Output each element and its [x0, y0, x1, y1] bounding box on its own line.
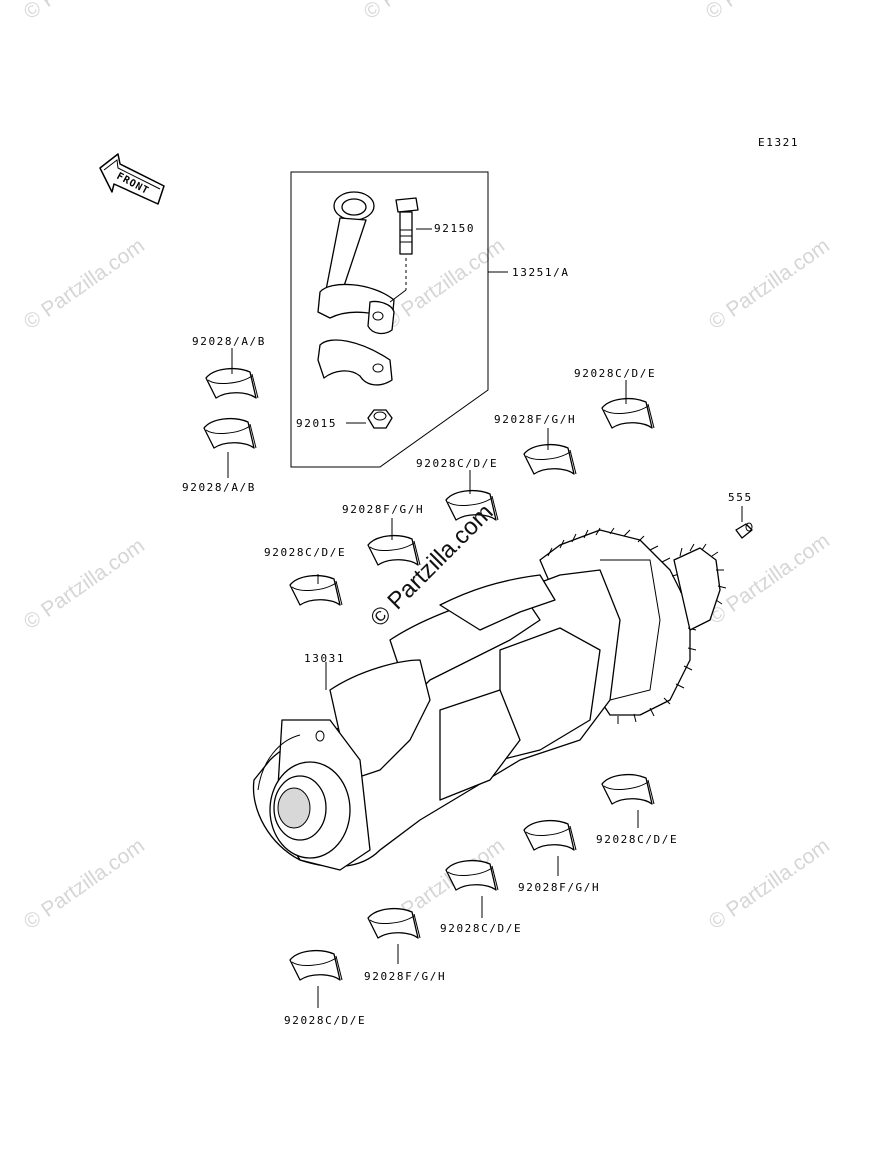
- diagram-code: E1321: [758, 136, 799, 149]
- part-label-92015[interactable]: 92015: [296, 417, 337, 430]
- connecting-rod: [317, 191, 395, 386]
- main-bearing-shell: [601, 773, 655, 805]
- main-bearing-shell: [289, 949, 343, 981]
- watermark: © Partzilla.com: [705, 834, 834, 934]
- crankshaft: [252, 527, 727, 871]
- nut-92015: [346, 409, 393, 429]
- part-label-92028cde[interactable]: 92028C/D/E: [596, 833, 678, 846]
- part-label-92028cde[interactable]: 92028C/D/E: [574, 367, 656, 380]
- watermark: © Partzilla.com: [20, 234, 149, 334]
- main-bearing-shell: [523, 819, 577, 851]
- dowel-pin-555: [735, 506, 753, 539]
- main-bearing-shell: [601, 397, 655, 429]
- part-label-92028fgh[interactable]: 92028F/G/H: [518, 881, 600, 894]
- bolt-92150: [389, 197, 432, 303]
- watermark: © Partzilla.com: [705, 529, 834, 629]
- part-label-92028cde[interactable]: 92028C/D/E: [440, 922, 522, 935]
- part-label-13251[interactable]: 13251/A: [512, 266, 570, 279]
- watermark: © Partzilla.com: [20, 834, 149, 934]
- main-bearing-shell: [367, 534, 421, 566]
- part-label-92028cde[interactable]: 92028C/D/E: [416, 457, 498, 470]
- rod-bearing-shell-lower: [203, 417, 257, 449]
- connecting-rod-box: [290, 171, 508, 468]
- watermark: © Partzilla.com: [20, 534, 149, 634]
- watermark: © Partzilla.com: [705, 234, 834, 334]
- main-bearing-shell: [367, 907, 421, 939]
- part-label-92028ab-bottom[interactable]: 92028/A/B: [182, 481, 256, 494]
- part-label-92028fgh[interactable]: 92028F/G/H: [364, 970, 446, 983]
- watermark: © Partzilla.com: [380, 234, 509, 334]
- part-labels: 92150 13251/A 92015 92028/A/B 92028/A/B …: [182, 222, 753, 1027]
- part-label-92028ab-top[interactable]: 92028/A/B: [192, 335, 266, 348]
- part-label-92028fgh[interactable]: 92028F/G/H: [494, 413, 576, 426]
- main-bearing-shell: [445, 859, 499, 891]
- watermark: © Partzilla.com: [20, 0, 149, 24]
- part-label-92150[interactable]: 92150: [434, 222, 475, 235]
- main-bearing-shell: [523, 443, 577, 475]
- watermark: © Partzilla.com: [360, 0, 489, 24]
- part-label-92028cde[interactable]: 92028C/D/E: [284, 1014, 366, 1027]
- front-arrow-icon: FRONT: [99, 153, 165, 205]
- part-label-92028cde[interactable]: 92028C/D/E: [264, 546, 346, 559]
- main-bearing-shell: [289, 574, 343, 606]
- watermark: © Partzilla.com: [702, 0, 831, 24]
- part-label-13031[interactable]: 13031: [304, 652, 345, 665]
- part-label-92028fgh[interactable]: 92028F/G/H: [342, 503, 424, 516]
- part-label-555[interactable]: 555: [728, 491, 753, 504]
